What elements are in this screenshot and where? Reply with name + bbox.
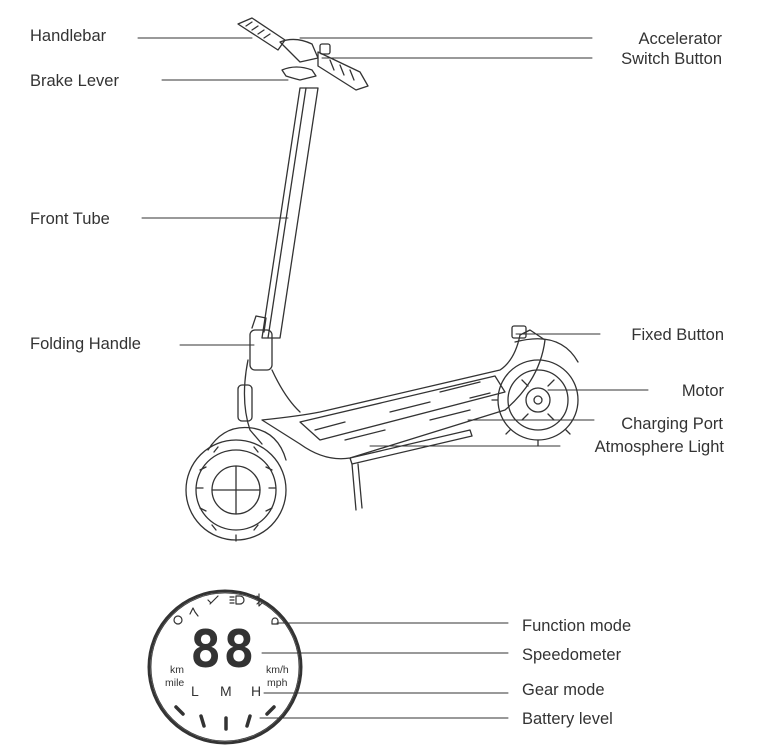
front-tube-drawing (261, 87, 319, 339)
unit-mile: mile (165, 677, 185, 689)
battery-level-bars (174, 705, 276, 731)
gear-low: L (191, 683, 199, 699)
label-motor: Motor (681, 382, 724, 400)
rear-wheel-drawing (491, 325, 579, 447)
gear-mid: M (220, 683, 232, 699)
label-switch-button: Switch Button (621, 50, 722, 68)
brake-lever-drawing (281, 66, 317, 81)
label-charging-port: Charging Port (621, 415, 723, 433)
handlebar-drawing (237, 17, 369, 91)
unit-kmh: km/h (266, 664, 289, 676)
label-folding-handle: Folding Handle (30, 335, 141, 353)
folding-handle-drawing (237, 315, 301, 445)
label-speedometer: Speedometer (522, 646, 622, 664)
display-leader-lines (259, 622, 509, 719)
function-icons (173, 593, 279, 625)
label-battery-level: Battery level (522, 710, 613, 728)
deck-drawing (261, 329, 546, 511)
display-drawing (147, 589, 303, 745)
label-accelerator: Accelerator (638, 30, 722, 48)
label-brake-lever: Brake Lever (30, 72, 119, 90)
label-function-mode: Function mode (522, 617, 632, 635)
front-wheel-drawing (185, 426, 287, 542)
gear-high: H (251, 683, 262, 699)
unit-mph: mph (267, 677, 288, 689)
label-handlebar: Handlebar (30, 27, 107, 45)
unit-km: km (170, 664, 184, 676)
speed-digits: 88 (190, 620, 257, 680)
label-fixed-button: Fixed Button (631, 326, 724, 344)
label-front-tube: Front Tube (30, 210, 110, 228)
label-atmosphere-light: Atmosphere Light (594, 438, 724, 456)
label-gear-mode: Gear mode (522, 681, 605, 699)
scooter-leader-lines (137, 37, 649, 447)
